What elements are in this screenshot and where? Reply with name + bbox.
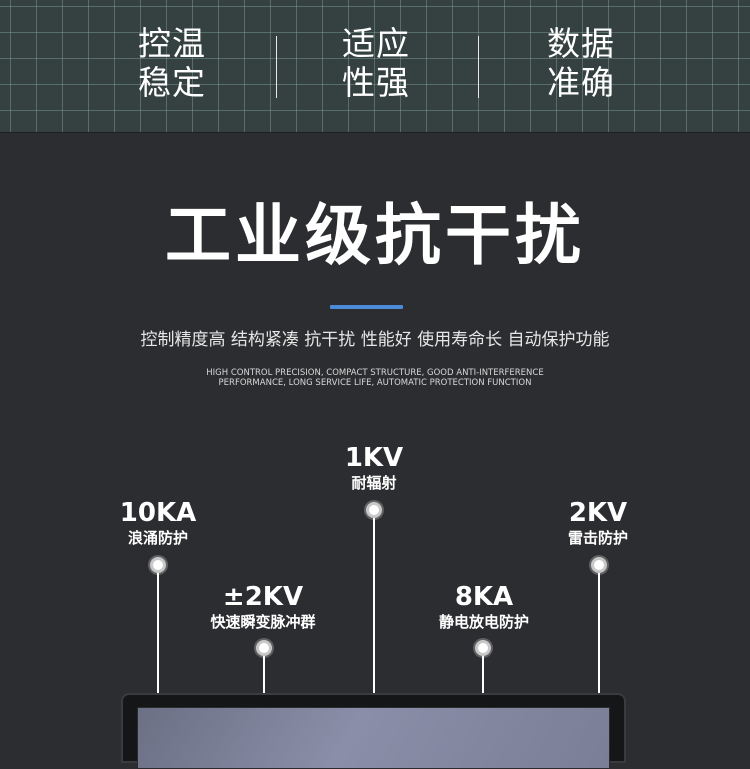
spec-surge-protection: 10KA 浪涌防护 bbox=[63, 498, 253, 548]
device-bezel bbox=[121, 693, 626, 769]
spec-label: 耐辐射 bbox=[351, 474, 397, 492]
pin-line bbox=[598, 573, 600, 695]
feature-line: 适应 bbox=[342, 24, 410, 63]
feature-line: 稳定 bbox=[138, 63, 206, 102]
english-description-line: HIGH CONTROL PRECISION, COMPACT STRUCTUR… bbox=[206, 368, 544, 378]
feature-line: 数据 bbox=[547, 24, 615, 63]
spec-label: 浪涌防护 bbox=[127, 529, 188, 547]
pin-dot bbox=[591, 557, 607, 573]
spec-label: 雷击防护 bbox=[567, 529, 628, 547]
feature-divider bbox=[478, 36, 479, 98]
spec-value: 10KA bbox=[119, 498, 197, 528]
spec-lightning-protection: 2KV 雷击防护 bbox=[503, 498, 693, 548]
main-title: 工业级抗干扰 bbox=[165, 197, 585, 274]
english-description-line: PERFORMANCE, LONG SERVICE LIFE, AUTOMATI… bbox=[218, 378, 532, 388]
feature-band: 控温 稳定 适应 性强 数据 准确 bbox=[0, 0, 750, 133]
pin-line bbox=[157, 573, 159, 695]
spec-value: 1KV bbox=[344, 443, 404, 473]
spec-value: 2KV bbox=[568, 498, 628, 528]
feature-line: 控温 bbox=[138, 24, 206, 63]
pin-dot bbox=[256, 640, 272, 656]
spec-label: 静电放电防护 bbox=[438, 613, 529, 631]
pin-dot bbox=[366, 502, 382, 518]
spec-value: ±2KV bbox=[222, 582, 304, 612]
pin-line bbox=[263, 656, 265, 695]
pin-dot bbox=[475, 640, 491, 656]
feature-line: 性强 bbox=[342, 63, 410, 102]
spec-radiation-resistance: 1KV 耐辐射 bbox=[279, 443, 469, 493]
spec-value: 8KA bbox=[454, 582, 514, 612]
feature-line: 准确 bbox=[547, 63, 615, 102]
spec-label: 快速瞬变脉冲群 bbox=[210, 613, 316, 631]
title-accent-bar bbox=[330, 305, 403, 309]
feature-temperature-control: 控温 稳定 bbox=[102, 24, 242, 102]
pin-line bbox=[373, 518, 375, 695]
pin-line bbox=[482, 656, 484, 695]
device-screen bbox=[137, 707, 610, 769]
subtitle: 控制精度高 结构紧凑 抗干扰 性能好 使用寿命长 自动保护功能 bbox=[140, 330, 610, 350]
feature-data-accuracy: 数据 准确 bbox=[511, 24, 651, 102]
spec-esd-protection: 8KA 静电放电防护 bbox=[389, 582, 579, 632]
feature-divider bbox=[276, 36, 277, 98]
pin-dot bbox=[150, 557, 166, 573]
feature-adaptability: 适应 性强 bbox=[306, 24, 446, 102]
spec-fast-transient-burst: ±2KV 快速瞬变脉冲群 bbox=[168, 582, 358, 632]
